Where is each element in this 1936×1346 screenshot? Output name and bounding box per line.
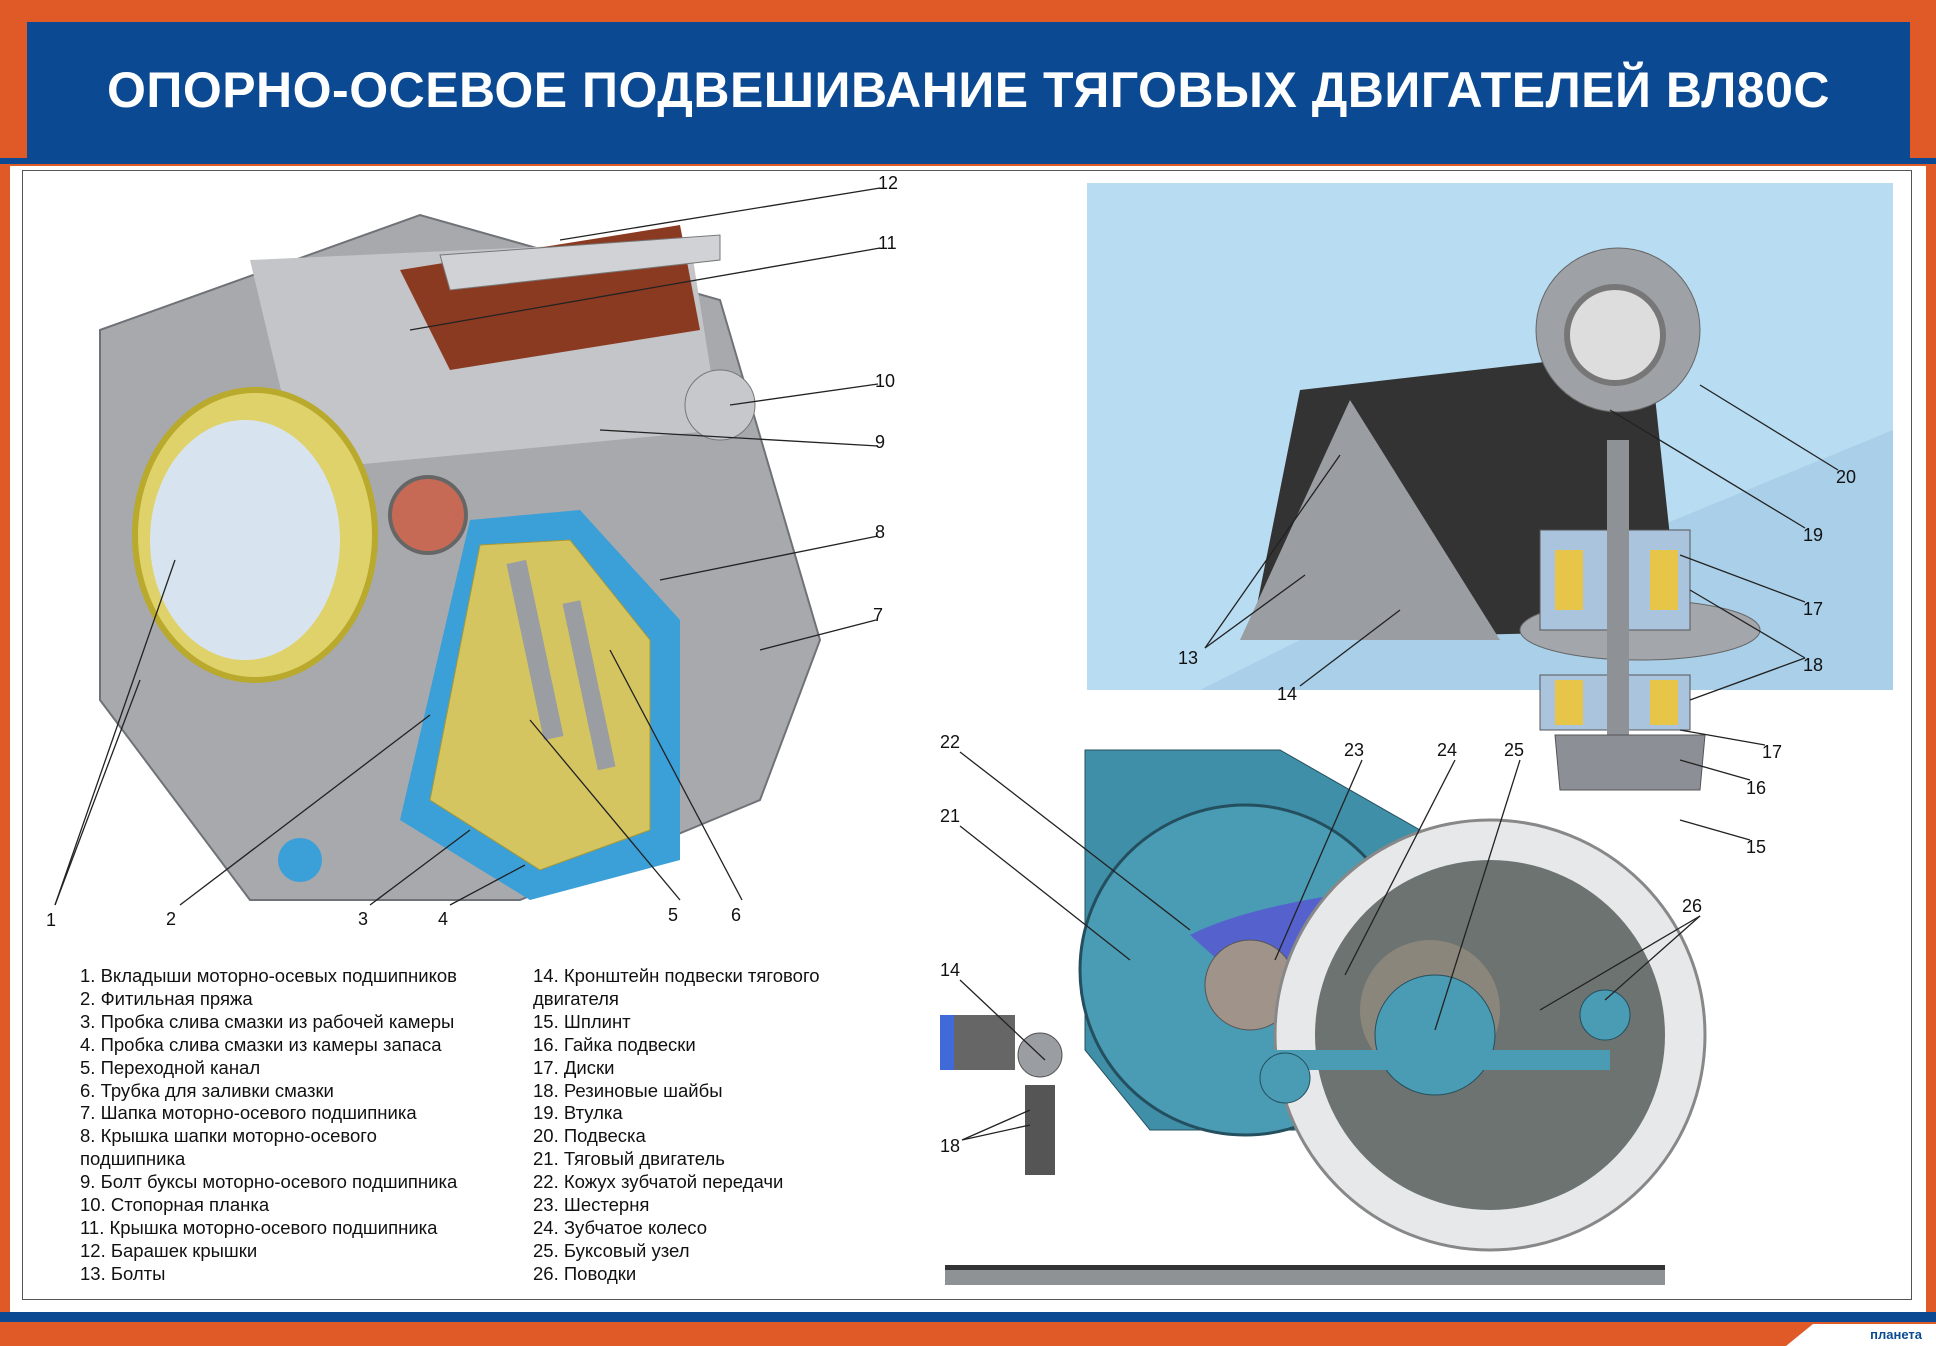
callout: 7 — [873, 605, 883, 625]
logo-plate — [1786, 1324, 1936, 1346]
legend-column-1: 1. Вкладыши моторно-осевых подшипников 2… — [80, 965, 457, 1286]
legend-item: 13. Болты — [80, 1262, 166, 1284]
callout: 24 — [1437, 740, 1457, 760]
callout: 17 — [1803, 599, 1823, 619]
legend-item: 7. Шапка моторно-осевого подшипника — [80, 1102, 417, 1124]
divider — [0, 158, 1936, 164]
top-right-callouts: 20 19 17 18 17 16 15 13 14 — [1178, 467, 1856, 857]
page-title: ОПОРНО-ОСЕВОЕ ПОДВЕШИВАНИЕ ТЯГОВЫХ ДВИГА… — [106, 62, 1830, 118]
legend-item: 17. Диски — [533, 1056, 615, 1078]
callout: 18 — [940, 1136, 960, 1156]
callout: 12 — [878, 173, 898, 193]
callout: 2 — [166, 909, 176, 929]
legend-item: 20. Подвеска — [533, 1125, 646, 1147]
callout: 3 — [358, 909, 368, 929]
callout: 17 — [1762, 742, 1782, 762]
callout: 18 — [1803, 655, 1823, 675]
legend-item: 22. Кожух зубчатой передачи — [533, 1171, 784, 1193]
callout: 13 — [1178, 648, 1198, 668]
legend-item: 24. Зубчатое колесо — [533, 1216, 707, 1238]
callout: 5 — [668, 905, 678, 925]
title-banner: ОПОРНО-ОСЕВОЕ ПОДВЕШИВАНИЕ ТЯГОВЫХ ДВИГА… — [27, 22, 1910, 158]
legend-column-2: 14. Кронштейн подвески тягового двигател… — [533, 965, 820, 1286]
callout: 26 — [1682, 896, 1702, 916]
legend-item: 16. Гайка подвески — [533, 1033, 696, 1055]
publisher-logo: планета — [1870, 1327, 1922, 1342]
callout: 15 — [1746, 837, 1766, 857]
callout: 19 — [1803, 525, 1823, 545]
callout: 14 — [940, 960, 960, 980]
legend-item: 1. Вкладыши моторно-осевых подшипников — [80, 965, 458, 986]
callout: 23 — [1344, 740, 1364, 760]
callout: 22 — [940, 732, 960, 752]
legend-item: 21. Тяговый двигатель — [533, 1148, 725, 1170]
top-right-leader-lines — [1204, 384, 1839, 841]
suspension-illustration — [1087, 183, 1893, 791]
callout: 8 — [875, 522, 885, 542]
callout: 21 — [940, 806, 960, 826]
legend-item: 26. Поводки — [533, 1262, 637, 1284]
legend-item: 14. Кронштейн подвески тягового двигател… — [533, 965, 820, 1009]
callout: 4 — [438, 909, 448, 929]
legend-item: 12. Барашек крышки — [80, 1239, 258, 1261]
callout: 16 — [1746, 778, 1766, 798]
legend-item: 19. Втулка — [533, 1102, 623, 1124]
callout: 11 — [878, 233, 897, 253]
legend-item: 2. Фитильная пряжа — [80, 987, 253, 1009]
callout: 1 — [46, 910, 56, 930]
callout: 6 — [731, 905, 741, 925]
axle-bearing-illustration — [99, 213, 822, 901]
legend-item: 18. Резиновые шайбы — [533, 1079, 723, 1101]
legend-item: 4. Пробка слива смазки из камеры запаса — [80, 1033, 442, 1055]
callout: 14 — [1277, 684, 1297, 704]
legend-item: 8. Крышка шапки моторно-осевого подшипни… — [80, 1125, 377, 1170]
legend-item: 10. Стопорная планка — [80, 1194, 270, 1216]
callout: 10 — [875, 371, 895, 391]
legend-item: 23. Шестерня — [533, 1194, 650, 1216]
legend-item: 9. Болт буксы моторно-осевого подшипника — [80, 1171, 458, 1193]
left-leader-lines — [54, 187, 881, 906]
legend-item: 3. Пробка слива смазки из рабочей камеры — [80, 1010, 455, 1032]
bottom-right-leader-lines — [959, 751, 1701, 1141]
legend-item: 11. Крышка моторно-осевого подшипника — [80, 1216, 438, 1238]
motor-wheel-illustration — [940, 749, 1707, 1285]
footer-stripe — [0, 1312, 1936, 1322]
callout: 25 — [1504, 740, 1524, 760]
left-callouts: 12 11 10 9 8 7 1 2 3 4 5 6 — [46, 173, 898, 930]
legend-item: 5. Переходной канал — [80, 1056, 261, 1078]
legend-item: 6. Трубка для заливки смазки — [80, 1079, 334, 1101]
legend-item: 25. Буксовый узел — [533, 1239, 690, 1261]
callout: 9 — [875, 432, 885, 452]
legend-item: 15. Шплинт — [533, 1010, 631, 1032]
content-frame — [22, 170, 1912, 1300]
callout: 20 — [1836, 467, 1856, 487]
bottom-right-callouts: 22 21 23 24 25 26 14 18 — [940, 732, 1702, 1156]
